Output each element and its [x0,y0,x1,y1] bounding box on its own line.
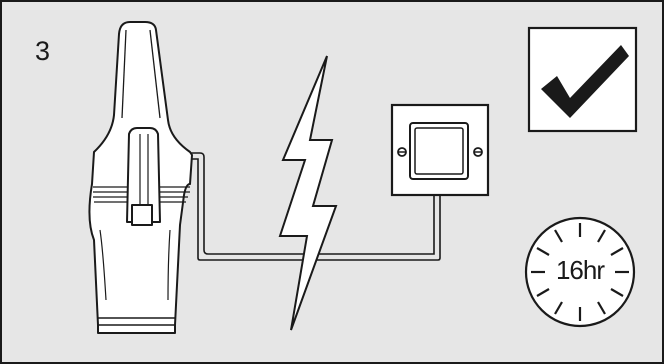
wall-charger-icon [390,103,490,197]
clock-icon [524,216,636,328]
checkmark-icon [527,26,638,133]
timer-label: 16hr [555,255,605,285]
charging-cable [190,152,441,261]
lightning-bolt-icon [278,55,338,331]
step-number: 3 [35,36,51,66]
handheld-vacuum-icon [88,21,193,334]
